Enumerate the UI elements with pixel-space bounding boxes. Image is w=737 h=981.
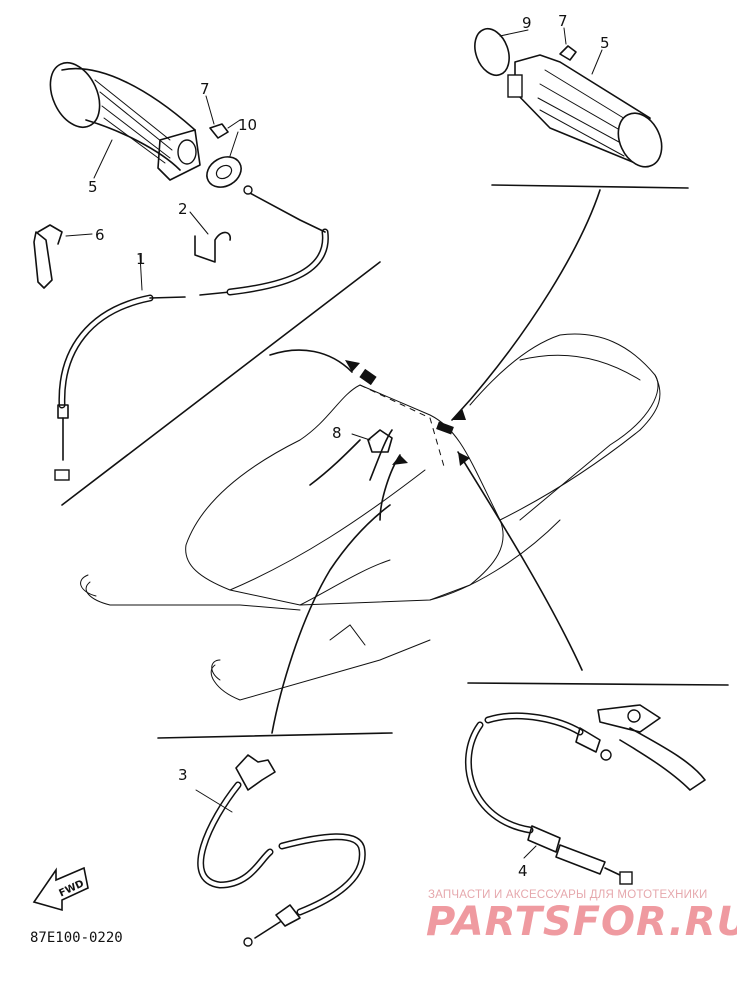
left-grip-detail — [33, 62, 381, 506]
callout-1: 1 — [136, 250, 146, 268]
watermark-brand: PARTSFOR.RU — [426, 899, 737, 945]
callout-9: 9 — [522, 14, 532, 32]
callout-3: 3 — [178, 766, 188, 784]
watermark-tagline: ЗАПЧАСТИ И АКСЕССУАРЫ ДЛЯ МОТОТЕХНИКИ — [428, 889, 708, 901]
callout-7-right: 7 — [558, 12, 568, 30]
callout-5-right: 5 — [600, 34, 610, 52]
drawing-code: 87E100-0220 — [30, 930, 123, 946]
callout-2: 2 — [178, 200, 188, 218]
callout-5-left: 5 — [88, 178, 98, 196]
callout-8: 8 — [332, 424, 342, 442]
right-grip-detail — [451, 27, 689, 421]
callout-6: 6 — [95, 226, 105, 244]
snowmobile-body — [80, 333, 661, 701]
brake-cable-detail — [457, 451, 729, 885]
callout-numbers: 5 7 10 2 6 1 9 7 5 8 3 4 — [88, 12, 610, 880]
callout-7-left: 7 — [200, 80, 210, 98]
callout-10: 10 — [238, 116, 257, 134]
choke-cable-detail — [157, 504, 393, 947]
leader-lines — [65, 27, 603, 859]
fwd-arrow: FWD — [32, 866, 89, 912]
watermark: ЗАПЧАСТИ И АКСЕССУАРЫ ДЛЯ МОТОТЕХНИКИ PA… — [426, 889, 737, 945]
callout-4: 4 — [518, 862, 528, 880]
